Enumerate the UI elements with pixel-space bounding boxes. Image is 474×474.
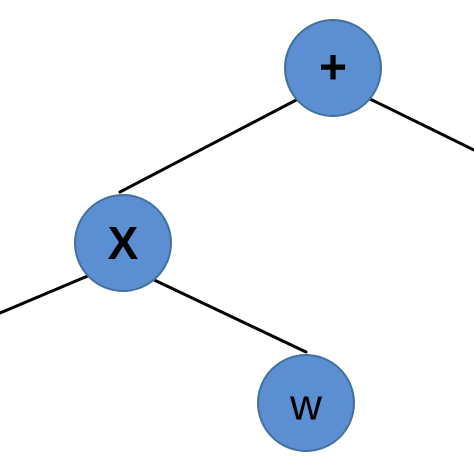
node-x: X <box>74 194 172 292</box>
node-plus-circle <box>284 19 382 117</box>
node-plus-label: + <box>319 42 347 95</box>
node-w: w <box>257 354 355 452</box>
node-w-label: w <box>289 381 322 430</box>
edge-plus-to-offscreen-right <box>366 96 474 152</box>
edge-x-to-offscreen-left <box>0 273 92 315</box>
node-x-circle <box>74 194 172 292</box>
edge-plus-to-x <box>118 96 302 194</box>
node-w-circle <box>257 354 355 452</box>
node-x-label: X <box>108 217 139 269</box>
edge-x-to-w <box>148 276 308 354</box>
node-plus: + <box>284 19 382 117</box>
